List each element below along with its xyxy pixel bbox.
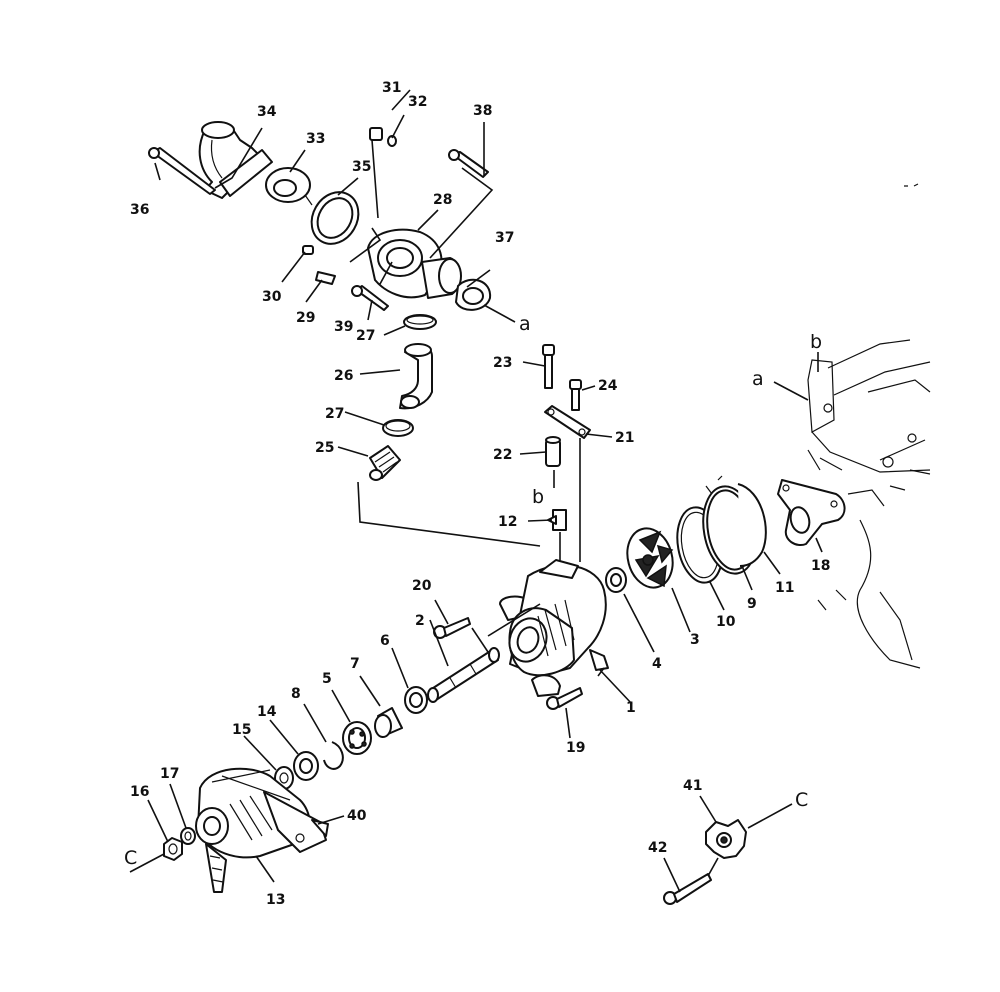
callout-33: 33 <box>306 131 325 147</box>
ref-letter-b-pump: b <box>532 486 544 508</box>
spacer-22 <box>545 436 561 467</box>
callout-28: 28 <box>433 192 452 208</box>
callout-32: 32 <box>408 94 427 110</box>
callout-36: 36 <box>130 202 149 218</box>
engine-block-outline <box>807 339 931 669</box>
bolt-23 <box>542 344 555 389</box>
bolt-42 <box>663 873 712 905</box>
callout-27-upper: 27 <box>356 328 375 344</box>
callout-23: 23 <box>493 355 512 371</box>
callout-11: 11 <box>775 580 794 596</box>
callout-14: 14 <box>257 704 277 720</box>
washer-32 <box>387 135 397 147</box>
callout-15: 15 <box>232 722 251 738</box>
ref-letter-a-engine: a <box>752 368 764 390</box>
hose-26 <box>399 343 433 410</box>
clamp-27-lower <box>382 419 414 437</box>
callout-37: 37 <box>495 230 514 246</box>
bearing-5 <box>342 721 372 755</box>
callout-22: 22 <box>493 447 512 463</box>
callout-13: 13 <box>266 892 285 908</box>
ref-letter-b-engine: b <box>810 331 822 353</box>
washer-17 <box>180 827 196 845</box>
spider-41 <box>705 819 747 859</box>
callout-7: 7 <box>350 656 360 672</box>
callout-4: 4 <box>652 656 662 672</box>
callout-21: 21 <box>615 430 634 446</box>
callout-19: 19 <box>566 740 585 756</box>
callout-6: 6 <box>380 633 390 649</box>
callout-38: 38 <box>473 103 492 119</box>
seal-14 <box>293 751 319 781</box>
gasket-18 <box>777 479 846 546</box>
bracket-21 <box>544 405 591 439</box>
callout-8: 8 <box>291 686 301 702</box>
callout-9: 9 <box>747 596 757 612</box>
callout-2: 2 <box>415 613 425 629</box>
callout-16: 16 <box>130 784 149 800</box>
callout-29: 29 <box>296 310 315 326</box>
bolt-36 <box>148 147 216 195</box>
nut-16 <box>163 837 183 861</box>
callout-35: 35 <box>352 159 371 175</box>
bearing-6 <box>404 686 428 714</box>
callout-17: 17 <box>160 766 179 782</box>
thermostat-33 <box>265 167 313 206</box>
sensor-29 <box>315 271 336 285</box>
callout-40: 40 <box>347 808 367 824</box>
callout-5: 5 <box>322 671 332 687</box>
bolt-38 <box>448 149 489 178</box>
bolt-24 <box>569 379 582 411</box>
callout-31: 31 <box>382 80 401 96</box>
ref-letter-a-thermostat: a <box>519 313 531 335</box>
water-pump-body-1 <box>499 559 609 697</box>
pipe-25 <box>369 445 401 481</box>
callout-27-lower: 27 <box>325 406 344 422</box>
callout-1: 1 <box>626 700 636 716</box>
gasket-35 <box>310 191 360 245</box>
gasket-37 <box>455 278 492 311</box>
callout-20: 20 <box>412 578 432 594</box>
callout-41: 41 <box>683 778 702 794</box>
shaft-2 <box>427 647 500 703</box>
callout-39: 39 <box>334 319 353 335</box>
callout-25: 25 <box>315 440 334 456</box>
callout-labels: 31 32 34 38 33 35 36 28 37 30 29 39 27 2… <box>130 80 830 908</box>
snap-ring-8 <box>323 741 344 770</box>
spacer-7 <box>374 707 403 738</box>
plug-31 <box>369 127 383 141</box>
bolt-39 <box>351 285 389 311</box>
callout-42: 42 <box>648 840 667 856</box>
fan-spacer-40 <box>263 791 329 853</box>
plug-30 <box>302 245 314 255</box>
callout-12: 12 <box>498 514 517 530</box>
callout-30: 30 <box>262 289 282 305</box>
callout-24: 24 <box>598 378 618 394</box>
bolt-20 <box>433 617 471 639</box>
callout-10: 10 <box>716 614 736 630</box>
ref-letter-c-nut: C <box>124 847 137 869</box>
impeller-3 <box>626 527 674 589</box>
callout-18: 18 <box>811 558 830 574</box>
snap-ring-11 <box>737 483 767 567</box>
clamp-27-upper <box>403 314 437 330</box>
reference-letters: a a b b C C <box>124 313 822 869</box>
callout-3: 3 <box>690 632 700 648</box>
callout-34: 34 <box>257 104 277 120</box>
ref-letter-c-bolt: C <box>795 789 808 811</box>
seal-4 <box>605 567 627 593</box>
bolt-19 <box>546 687 583 710</box>
callout-26: 26 <box>334 368 353 384</box>
